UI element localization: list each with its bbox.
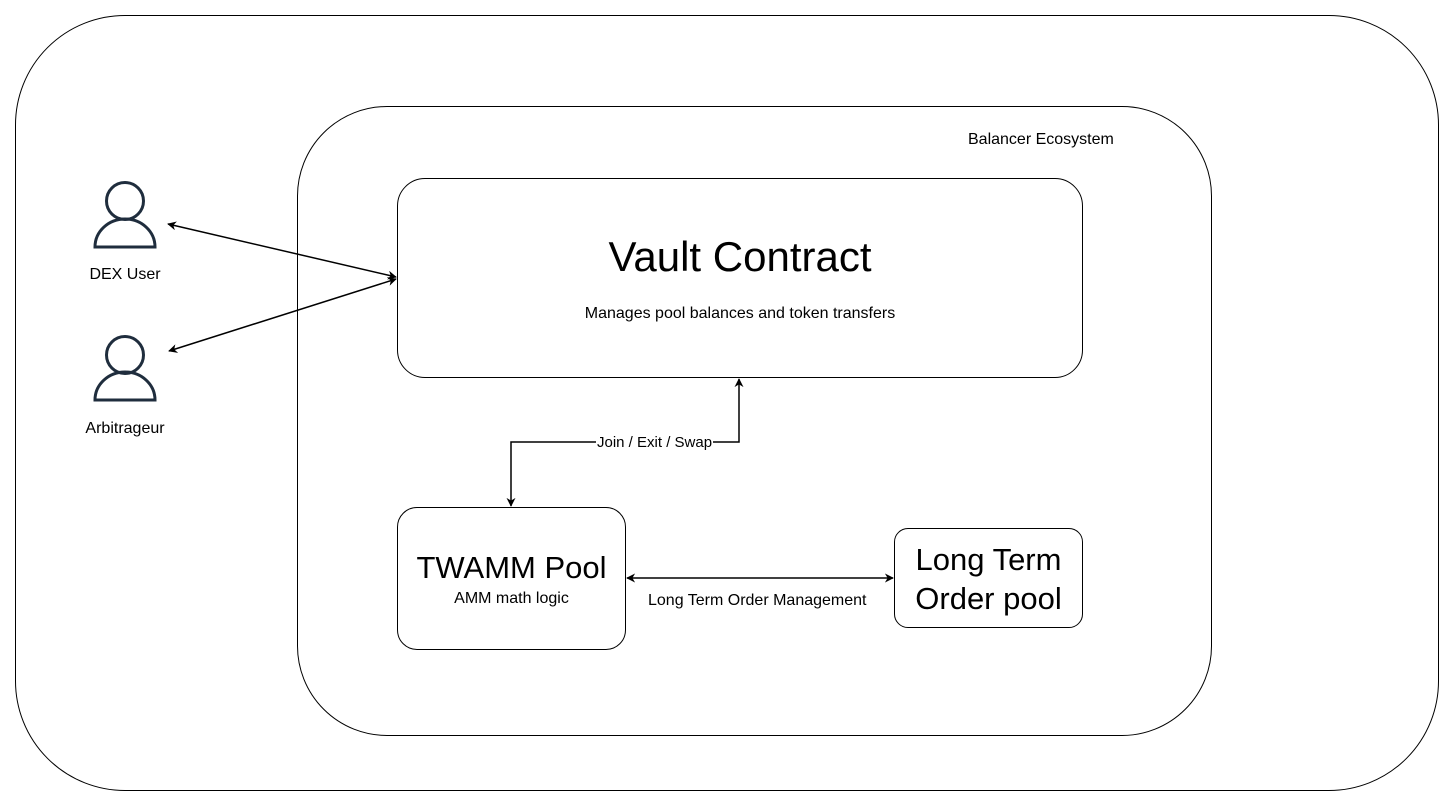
- join-exit-swap-label: Join / Exit / Swap: [596, 434, 714, 451]
- twamm-pool-title: TWAMM Pool: [416, 550, 607, 585]
- user-icon: [93, 181, 157, 249]
- long-term-order-management-label: Long Term Order Management: [648, 592, 867, 609]
- arbitrageur-vault-connector: [168, 277, 397, 353]
- long-term-order-pool-title-line1: Long Term: [915, 542, 1062, 577]
- vault-contract-subtitle: Manages pool balances and token transfer…: [584, 305, 896, 322]
- user-icon: [93, 335, 157, 402]
- vault-contract-title: Vault Contract: [608, 233, 872, 280]
- twamm-pool-subtitle: AMM math logic: [454, 590, 569, 607]
- dex-user-label: DEX User: [89, 266, 161, 283]
- long-term-order-pool-title-line2: Order pool: [915, 581, 1062, 616]
- long-term-order-pool-box[interactable]: Long Term Order pool: [894, 528, 1083, 628]
- dex-user-vault-connector: [167, 221, 397, 280]
- vault-contract-box[interactable]: Vault Contract Manages pool balances and…: [397, 178, 1083, 378]
- arbitrageur-label: Arbitrageur: [85, 420, 165, 437]
- balancer-ecosystem-label: Balancer Ecosystem: [968, 131, 1114, 148]
- twamm-pool-box[interactable]: TWAMM Pool AMM math logic: [397, 507, 626, 650]
